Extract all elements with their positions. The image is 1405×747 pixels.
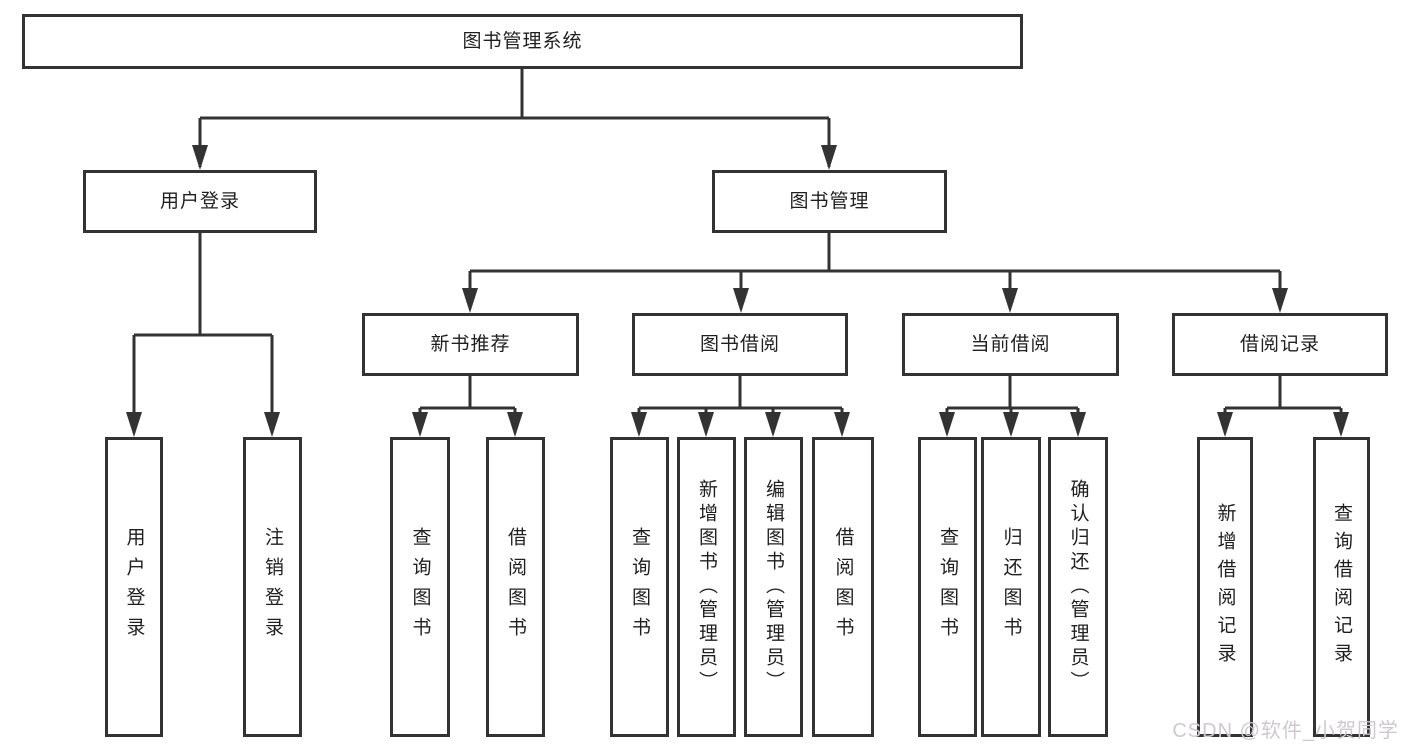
csdn-watermark: CSDN @软件_小贺同学 [1172, 720, 1399, 742]
leaf-add-borrow-record-label: 新增借阅记录 [1214, 503, 1236, 671]
leaf-user-login: 用户登录 [105, 437, 163, 737]
node-new-book-recommend: 新书推荐 [362, 313, 579, 376]
leaf-borrow-books-recommend: 借阅图书 [486, 437, 545, 737]
leaf-add-book-admin-label: 新增图书（管理员） [696, 479, 717, 695]
node-book-borrowing-label: 图书借阅 [699, 334, 780, 355]
leaf-query-books-current: 查询图书 [918, 437, 977, 737]
leaf-query-books-recommend: 查询图书 [390, 437, 450, 737]
leaf-borrow-books-borrowing: 借阅图书 [812, 437, 874, 737]
leaf-confirm-return-admin-label: 确认归还（管理员） [1067, 479, 1089, 695]
leaf-logout: 注销登录 [243, 437, 302, 737]
node-library-system: 图书管理系统 [22, 14, 1023, 69]
leaf-logout-label: 注销登录 [262, 527, 283, 647]
leaf-confirm-return-admin: 确认归还（管理员） [1048, 437, 1108, 737]
leaf-query-borrow-record-label: 查询借阅记录 [1331, 503, 1352, 671]
leaf-query-books-recommend-label: 查询图书 [409, 527, 431, 647]
leaf-query-books-current-label: 查询图书 [937, 527, 958, 647]
leaf-add-borrow-record: 新增借阅记录 [1197, 437, 1253, 737]
leaf-edit-book-admin: 编辑图书（管理员） [744, 437, 803, 737]
node-user-login: 用户登录 [83, 170, 317, 233]
node-book-management-label: 图书管理 [789, 191, 870, 212]
node-library-system-label: 图书管理系统 [462, 31, 583, 52]
node-current-borrowing-label: 当前借阅 [970, 334, 1051, 355]
leaf-borrow-books-recommend-label: 借阅图书 [505, 527, 526, 647]
node-book-management: 图书管理 [712, 170, 947, 233]
leaf-user-login-label: 用户登录 [123, 527, 145, 647]
leaf-add-book-admin: 新增图书（管理员） [677, 437, 736, 737]
leaf-query-books-borrowing-label: 查询图书 [629, 527, 650, 647]
leaf-query-books-borrowing: 查询图书 [610, 437, 669, 737]
leaf-query-borrow-record: 查询借阅记录 [1313, 437, 1370, 737]
leaf-return-books-label: 归还图书 [1000, 527, 1022, 647]
node-current-borrowing: 当前借阅 [902, 313, 1119, 376]
node-new-book-recommend-label: 新书推荐 [430, 334, 511, 355]
node-borrowing-records-label: 借阅记录 [1239, 334, 1320, 355]
leaf-return-books: 归还图书 [981, 437, 1041, 737]
node-borrowing-records: 借阅记录 [1172, 313, 1388, 376]
leaf-borrow-books-borrowing-label: 借阅图书 [832, 527, 854, 647]
leaf-edit-book-admin-label: 编辑图书（管理员） [763, 479, 784, 695]
node-user-login-label: 用户登录 [159, 191, 240, 212]
node-book-borrowing: 图书借阅 [632, 313, 848, 376]
